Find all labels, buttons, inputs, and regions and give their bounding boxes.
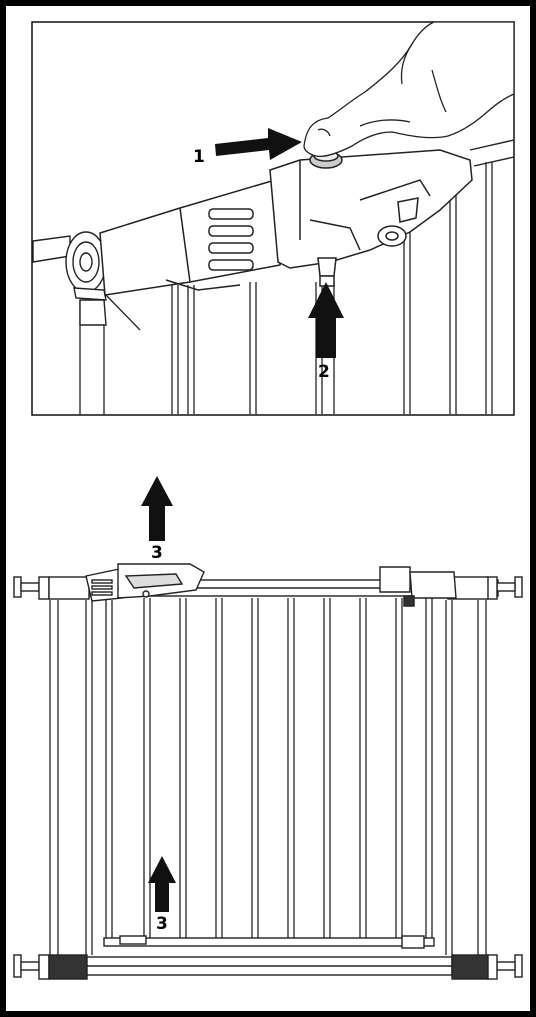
left-tension-knob [13, 576, 90, 600]
bottom-right-tension-knob [451, 954, 523, 980]
step-label-2: 2 [318, 362, 330, 382]
arrow-up-icon [308, 282, 344, 358]
full-gate: 3 [13, 476, 523, 980]
arrow-up-icon [148, 856, 176, 912]
right-tension-knob [447, 576, 523, 600]
detail-panel-border [31, 21, 515, 416]
left-post [49, 600, 93, 955]
detail-panel: 1 2 [31, 21, 515, 416]
step-label-3-top: 3 [151, 543, 163, 563]
frame-bottom-rail [85, 956, 453, 976]
gate-bars [105, 598, 433, 940]
step-label-1: 1 [193, 147, 205, 167]
gate-bottom-rail [103, 935, 435, 949]
gate-hinge-housing [379, 566, 457, 607]
pressure-rod-detail [32, 231, 107, 326]
arrow-up-icon [141, 476, 173, 541]
hand-pressing-icon [303, 21, 515, 158]
right-post [445, 600, 487, 955]
arrow-right-icon [215, 128, 302, 160]
latch-housing [99, 149, 473, 296]
bottom-left-tension-knob [13, 954, 88, 980]
gate-latch-housing [85, 563, 205, 602]
step-label-3-bottom: 3 [156, 914, 168, 934]
top-rail-detail [469, 139, 515, 167]
